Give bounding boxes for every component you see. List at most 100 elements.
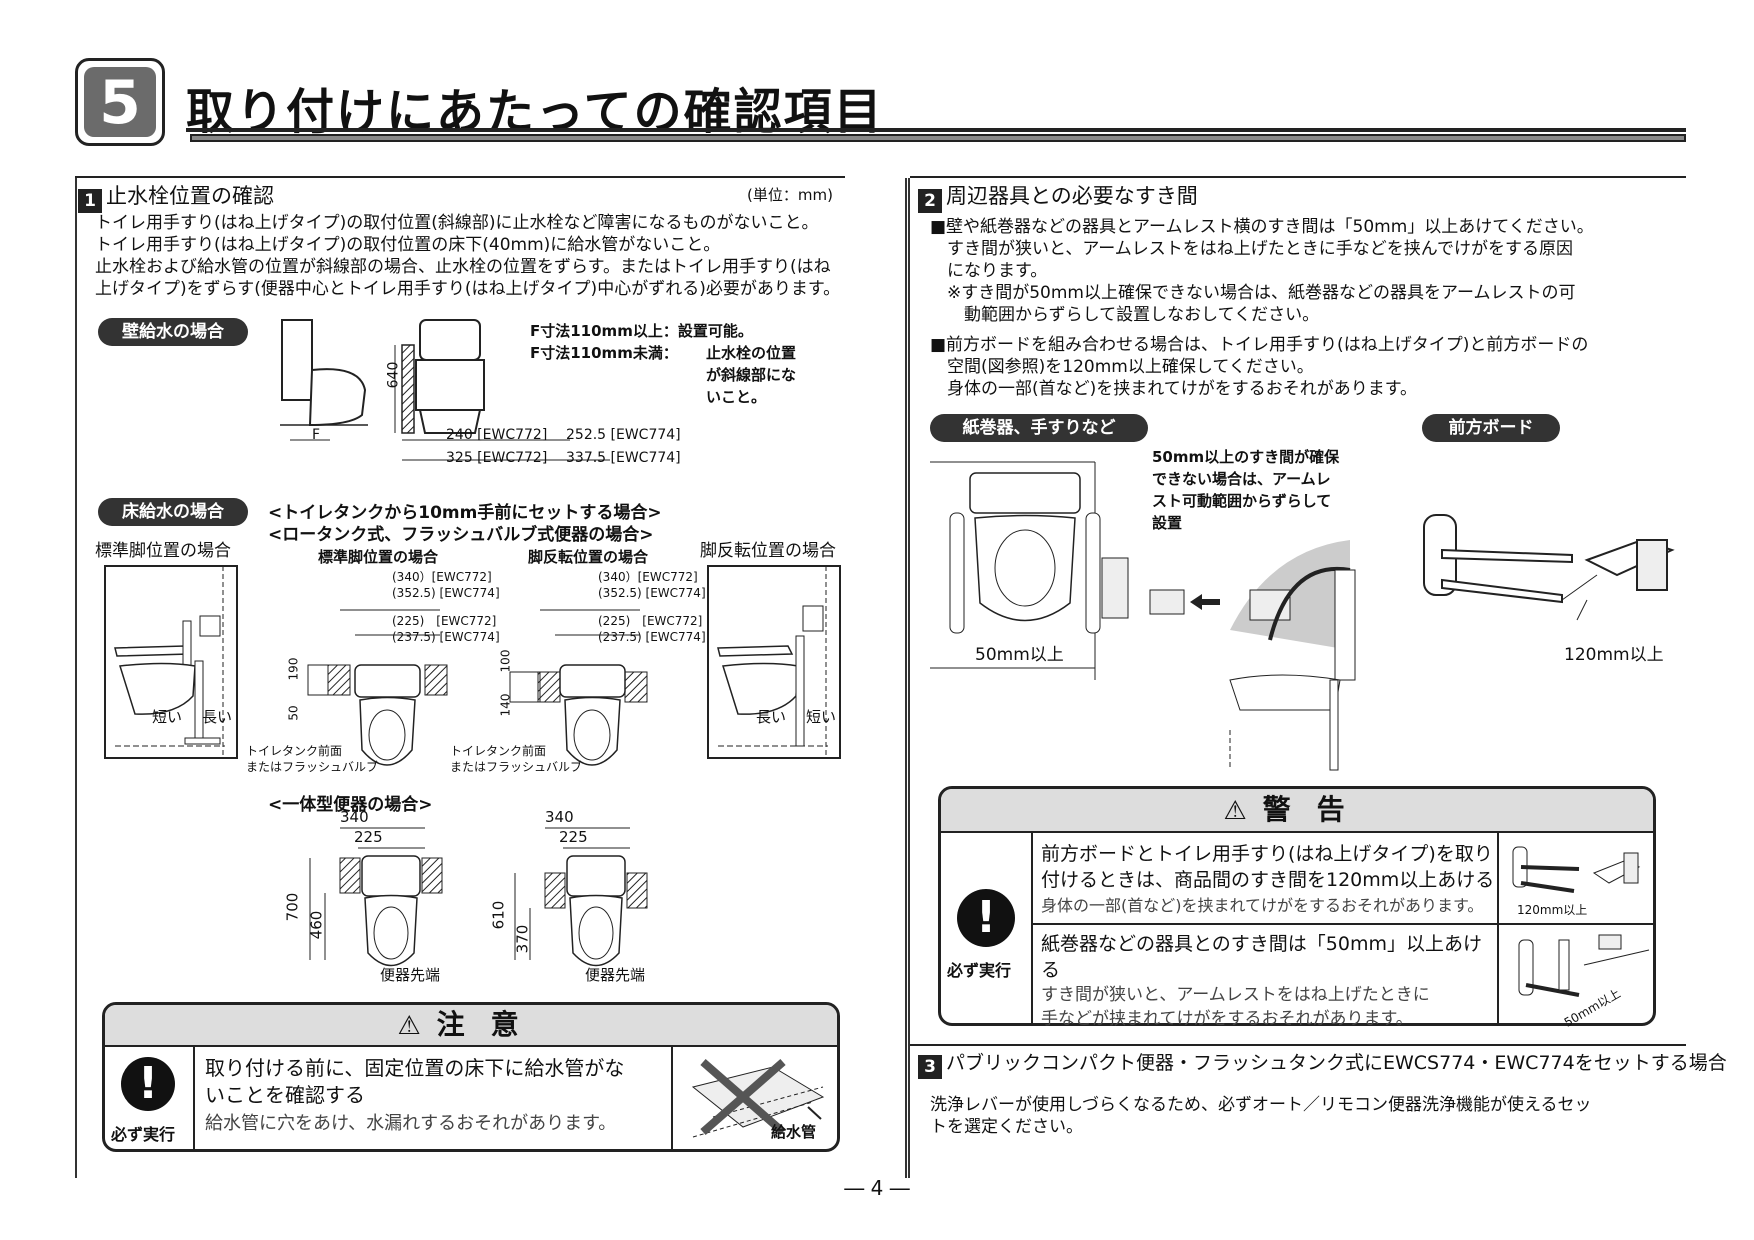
section-number: 5 — [84, 67, 156, 138]
caution-illustration: 給水管 — [671, 1047, 839, 1152]
i1-d340: 340 — [340, 808, 369, 826]
d140: 140 — [498, 693, 513, 717]
warning-must-label: 必ず実行 — [947, 961, 1012, 980]
f-rule-2-val2: が斜線部にな — [706, 366, 797, 384]
wall-supply-label: 壁給水の場合 — [98, 318, 248, 346]
f-rule-1-key: F寸法110mm以上： — [530, 322, 678, 340]
i1-d225: 225 — [354, 828, 383, 846]
s2-line: すき間が狭いと、アームレストをはね上げたときに手などを挟んでけがをする原因 — [930, 239, 1573, 259]
warning-r1-sub: 身体の一部(首など)を挟まれてけがをするおそれがあります。 — [1041, 896, 1484, 915]
gap-120: 120mm以上 — [1564, 645, 1664, 665]
m1-d340: (340）[EWC772] — [392, 570, 492, 584]
floor-case1: <トイレタンクから10mm手前にセットする場合> — [268, 503, 662, 523]
tank-note-4: またはフラッシュバルブ — [450, 760, 583, 774]
f-rule-1-val: 設置可能。 — [677, 322, 753, 340]
s1-line: 上げタイプ)をずらす(便器中心とトイレ用手すり(はね上げタイプ)中心がずれる)必… — [95, 279, 841, 299]
m1-d225: (225) [EWC772] — [392, 614, 497, 628]
warning-r1-bold2: 付けるときは、商品間のすき間を120mm以上あける — [1041, 869, 1495, 891]
section1-title: 止水栓位置の確認 — [106, 184, 274, 208]
integrated-title: <一体型便器の場合> — [268, 795, 433, 815]
f-rule-2-key: F寸法110mm未満： — [530, 344, 678, 362]
integrated-plan-2 — [514, 827, 648, 967]
mid1-title: 標準脚位置の場合 — [318, 548, 439, 566]
left-border — [75, 178, 77, 1178]
title-rule — [186, 128, 1686, 132]
std-leg-plan — [307, 609, 448, 766]
s2-line: ※すき間が50mm以上確保できない場合は、紙巻器などの器具をアームレストの可 — [930, 283, 1576, 303]
s1-line: トイレ用手すり(はね上げタイプ)の取付位置(斜線部)に止水栓など障害になるものが… — [95, 213, 819, 233]
i1-tip: 便器先端 — [380, 966, 441, 984]
m1-d237: (237.5) [EWC774] — [392, 630, 500, 644]
dim-640: 640 — [385, 361, 402, 389]
left-std-title: 標準脚位置の場合 — [95, 541, 231, 561]
exclamation-icon: ! — [121, 1057, 175, 1111]
warning-triangle-icon: ⚠ — [397, 1011, 421, 1041]
dim-337: 337.5 [EWC774] — [566, 450, 681, 466]
warning-r2-sub2: 手などが挟まれてけがをするおそれがあります。 — [1041, 1009, 1413, 1029]
m2-d237: (237.5) [EWC774] — [598, 630, 706, 644]
tank-note-1: トイレタンク前面 — [246, 744, 343, 758]
s3-line: トを選定ください。 — [930, 1117, 1083, 1137]
floor-case2: <ロータンク式、フラッシュバルブ式便器の場合> — [268, 525, 654, 545]
section3-title: パブリックコンパクト便器・フラッシュタンク式にEWCS774・EWC774をセッ… — [946, 1052, 1727, 1074]
i2-tip: 便器先端 — [585, 966, 646, 984]
gap-50: 50mm以上 — [975, 645, 1064, 665]
exclamation-icon: ! — [957, 889, 1015, 947]
s2-line: 動範囲からずらして設置しなおしてください。 — [930, 305, 1320, 325]
dim-f: F — [312, 427, 321, 443]
m2-d340: (340）[EWC772] — [598, 570, 698, 584]
rev-leg-plan — [509, 609, 648, 766]
warning-row1-text: 前方ボードとトイレ用手すり(はね上げタイプ)を取り 付けるときは、商品間のすき間… — [1041, 841, 1496, 919]
paper-holder-small-icon — [1518, 934, 1650, 997]
mid2-title: 脚反転位置の場合 — [528, 548, 649, 566]
column-divider-left — [905, 178, 907, 1178]
warning-row1-illustration: 120mm以上 — [1497, 833, 1655, 923]
section3-number: 3 — [918, 1055, 942, 1079]
long-label-left: 長い — [202, 708, 233, 726]
std-leg-diagram — [104, 565, 238, 759]
s2-line: 空間(図参照)を120mm以上確保してください。 — [930, 357, 1314, 377]
right-rev-title: 脚反転位置の場合 — [700, 541, 836, 561]
front-board-small-icon — [1512, 846, 1641, 893]
m2-d352: (352.5) [EWC774] — [598, 586, 706, 600]
f-rule-2-val1: 止水栓の位置 — [706, 344, 797, 362]
s2-line: ■壁や紙巻器などの器具とアームレスト横のすき間は「50mm」以上あけてください。 — [930, 217, 1594, 237]
i2-d225: 225 — [559, 828, 588, 846]
front-board-diagram — [1423, 514, 1675, 621]
caution-sub: 給水管に穴をあけ、水漏れするおそれがあります。 — [205, 1113, 617, 1134]
section3-rule — [910, 1044, 1686, 1046]
d190: 190 — [286, 657, 301, 681]
front-board-label: 前方ボード — [1422, 414, 1560, 442]
rev-leg-diagram — [707, 565, 841, 759]
section2-para2: ■前方ボードを組み合わせる場合は、トイレ用手すり(はね上げタイプ)と前方ボードの… — [930, 334, 1686, 400]
m1-d352: (352.5) [EWC774] — [392, 586, 500, 600]
caution-box: ⚠注意 ! 必ず実行 取り付ける前に、固定位置の床下に給水管がな いことを確認す… — [102, 1002, 840, 1152]
f-rule-1: F寸法110mm以上：設置可能。 — [530, 322, 753, 340]
title-bar — [190, 134, 1686, 142]
i1-d460: 460 — [307, 910, 326, 940]
pipe-label: 給水管 — [771, 1123, 817, 1141]
warning-title: 警告 — [1262, 793, 1371, 826]
long-label-right: 長い — [756, 708, 787, 726]
s1-line: 止水栓および給水管の位置が斜線部の場合、止水栓の位置をずらす。またはトイレ用手す… — [95, 257, 831, 277]
s2-line: になります。 — [930, 261, 1048, 281]
integrated-plan-1 — [309, 827, 443, 967]
section-badge: 5 — [75, 58, 165, 146]
section1-rule — [75, 176, 845, 178]
armrest-swing-diagram — [1149, 540, 1356, 771]
dim-252: 252.5 [EWC774] — [566, 427, 681, 443]
i2-d610: 610 — [489, 900, 508, 930]
section1-body: トイレ用手すり(はね上げタイプ)の取付位置(斜線部)に止水栓など障害になるものが… — [95, 212, 895, 300]
caution-head: ⚠注意 — [105, 1005, 837, 1047]
dim-240: 240 [EWC772] — [446, 427, 548, 443]
s2-line: 身体の一部(首など)を挟まれてけがをするおそれがあります。 — [930, 379, 1418, 399]
f-rule-2-val3: いこと。 — [706, 388, 767, 406]
note-line-1: 50mm以上のすき間が確保 — [1152, 448, 1340, 466]
d50: 50 — [286, 705, 301, 721]
pipe-drill-prohibited-icon — [691, 1058, 825, 1138]
warning-r1-dim: 120mm以上 — [1517, 903, 1588, 917]
floor-supply-label: 床給水の場合 — [98, 498, 248, 526]
